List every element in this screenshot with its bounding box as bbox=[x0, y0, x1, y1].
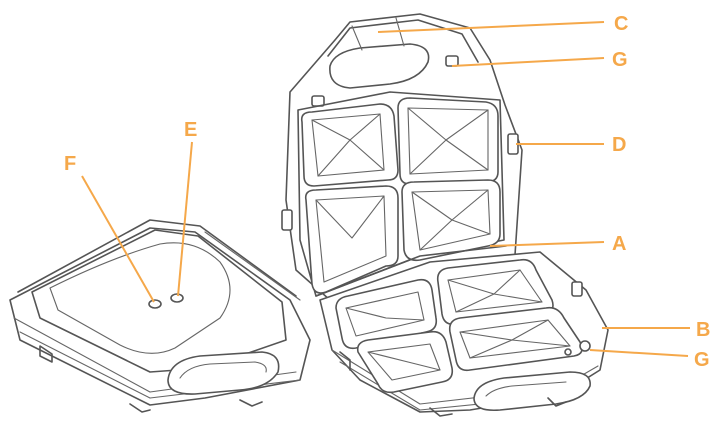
leader-e bbox=[177, 141, 193, 297]
indicator-light-f bbox=[148, 299, 162, 309]
leader-g-top bbox=[451, 57, 605, 67]
closed-sandwich-maker bbox=[9, 219, 311, 413]
label-f: F bbox=[64, 153, 76, 175]
latch-top bbox=[445, 55, 459, 67]
label-a: A bbox=[612, 233, 626, 255]
label-g-bottom: G bbox=[694, 349, 710, 371]
leader-a bbox=[489, 241, 605, 247]
open-sandwich-maker bbox=[281, 13, 609, 417]
indicator-light-e bbox=[170, 293, 184, 303]
label-d: D bbox=[612, 134, 626, 156]
leader-f bbox=[81, 175, 155, 303]
leader-g-bottom bbox=[589, 349, 689, 357]
leader-c bbox=[377, 21, 605, 33]
label-e: E bbox=[184, 119, 197, 141]
label-g-top: G bbox=[612, 49, 628, 71]
callouts: C G D A B G E F bbox=[64, 13, 710, 371]
label-b: B bbox=[696, 319, 710, 341]
base-indicator-g bbox=[579, 340, 591, 352]
label-c: C bbox=[614, 13, 628, 35]
